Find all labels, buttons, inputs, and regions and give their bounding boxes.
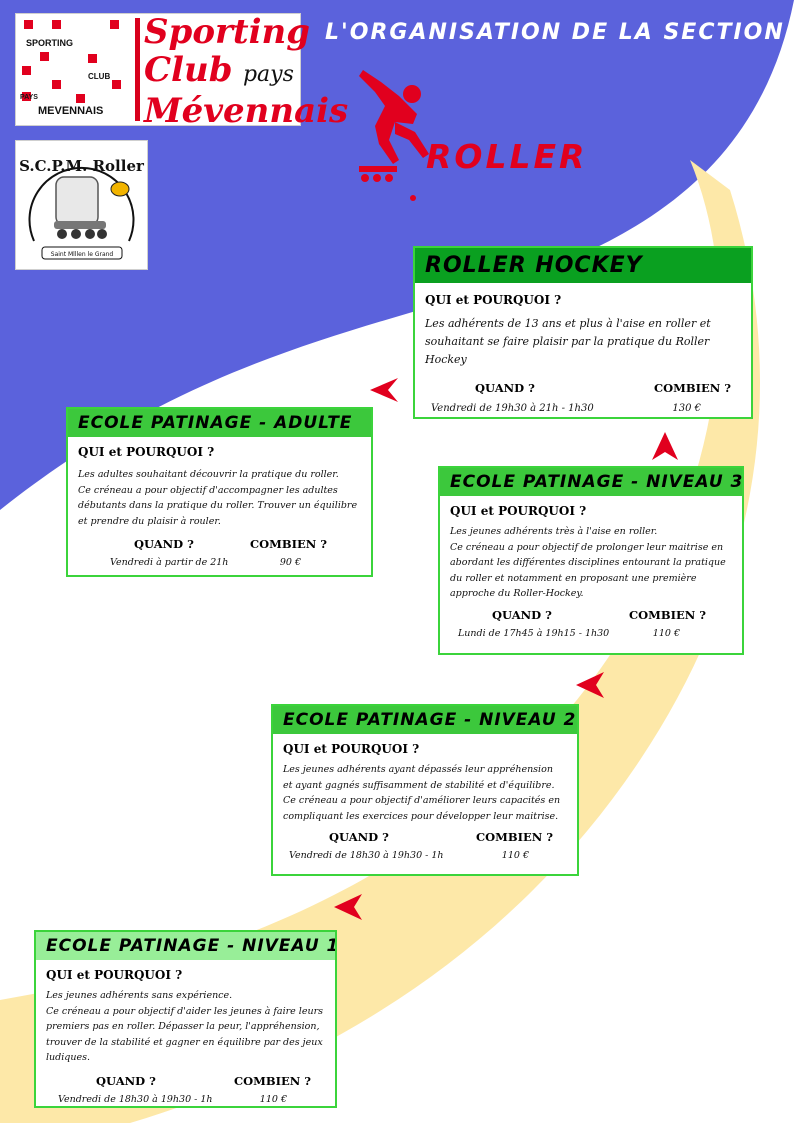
card-title: ECOLE PATINAGE - NIVEAU 1 [36, 932, 335, 960]
card-values: Vendredi de 18h30 à 19h30 - 1h 110 € [58, 1094, 287, 1105]
card-qui-label: QUI et POURQUOI ? [78, 445, 215, 459]
blue-swoosh [0, 0, 794, 510]
card-desc-line2: Ce créneau a pour objectif d'aider les j… [46, 1005, 323, 1064]
card-qui-label: QUI et POURQUOI ? [46, 968, 183, 982]
quand-label: QUAND ? [475, 381, 535, 395]
card-description: Les jeunes adhérents sans expérience. Ce… [46, 988, 323, 1066]
quand-value: Vendredi de 19h30 à 21h - 1h30 [431, 403, 594, 414]
combien-value: 90 € [279, 557, 301, 568]
card-values: Lundi de 17h45 à 19h15 - 1h30 110 € [458, 628, 680, 639]
roller-logo-graphic: S.C.P.M. Roller Saint Mlllen le Grand [19, 157, 145, 260]
arrow-up-icon [652, 432, 678, 460]
quand-label: QUAND ? [329, 830, 389, 844]
card-description: Les adultes souhaitant découvrir la prat… [78, 467, 359, 529]
card-desc-line1: Les jeunes adhérents très à l'aise en ro… [450, 526, 658, 537]
roller-section-logo: S.C.P.M. Roller Saint Mlllen le Grand [15, 140, 148, 270]
quand-value: Vendredi de 18h30 à 19h30 - 1h [58, 1093, 213, 1105]
card-roller-hockey: ROLLER HOCKEY QUI et POURQUOI ? Les adhé… [413, 246, 753, 419]
logo-line2b: pays [242, 62, 294, 87]
club-logo-icons: SPORTING CLUB PAYS MEVENNAIS [16, 14, 134, 125]
page-title: L'ORGANISATION DE LA SECTION [325, 20, 785, 45]
logo-small-sporting: SPORTING [26, 38, 74, 48]
section-word: ROLLER [426, 137, 588, 176]
logo-line3: Mévennais [144, 91, 349, 131]
logo-line1: Sporting [144, 12, 311, 52]
card-desc-line1: Les adultes souhaitant découvrir la prat… [78, 469, 339, 480]
card-ecole-adulte: ECOLE PATINAGE - ADULTE QUI et POURQUOI … [66, 407, 373, 577]
logo-line2: Club [144, 50, 233, 90]
card-title: ECOLE PATINAGE - NIVEAU 3 [440, 468, 742, 496]
arrow-left-icon [370, 378, 398, 402]
logo-small-club: CLUB [88, 72, 111, 81]
card-desc-line1: Les jeunes adhérents ayant dépassés leur… [283, 764, 555, 791]
card-ecole-niveau-2: ECOLE PATINAGE - NIVEAU 2 QUI et POURQUO… [271, 704, 579, 876]
roller-logo-name: S.C.P.M. Roller [19, 157, 145, 175]
quand-label: QUAND ? [96, 1073, 156, 1088]
card-qui-label: QUI et POURQUOI ? [283, 742, 420, 756]
logo-separator [135, 18, 140, 121]
card-desc-line1: Les jeunes adhérents sans expérience. [46, 990, 233, 1001]
card-title: ROLLER HOCKEY [415, 248, 751, 283]
card-desc-line2: Ce créneau a pour objectif d'accompagner… [78, 484, 358, 527]
combien-label: COMBIEN ? [653, 381, 731, 395]
skater-icon [359, 70, 429, 201]
card-values: Vendredi de 18h30 à 19h30 - 1h 110 € [289, 850, 529, 861]
card-labels: QUAND ? COMBIEN ? [492, 608, 706, 622]
quand-value: Lundi de 17h45 à 19h15 - 1h30 [458, 627, 610, 639]
combien-label: COMBIEN ? [628, 607, 706, 622]
card-desc-line2: Ce créneau a pour objectif de prolonger … [450, 541, 726, 600]
card-values: Vendredi à partir de 21h 90 € [110, 557, 301, 568]
card-desc-line2: Ce créneau a pour objectif d'améliorer l… [283, 795, 561, 822]
roller-logo-ribbon: Saint Mlllen le Grand [51, 251, 114, 258]
card-values: Vendredi de 19h30 à 21h - 1h30 130 € [431, 403, 701, 414]
card-labels: QUAND ? COMBIEN ? [475, 381, 731, 395]
combien-value: 110 € [652, 627, 680, 639]
arrow-left-icon [334, 894, 362, 920]
quand-value: Vendredi de 18h30 à 19h30 - 1h [289, 850, 444, 861]
card-description: Les jeunes adhérents ayant dépassés leur… [283, 762, 565, 824]
card-qui-label: QUI et POURQUOI ? [425, 293, 562, 307]
logo-small-mevennais: MEVENNAIS [38, 105, 104, 117]
club-logo: SPORTING CLUB PAYS MEVENNAIS Sporting Cl… [15, 13, 348, 129]
combien-label: COMBIEN ? [475, 830, 553, 844]
club-logo-text: Sporting Club pays Mévennais [144, 14, 348, 131]
card-description: Les jeunes adhérents très à l'aise en ro… [450, 524, 730, 602]
card-labels: QUAND ? COMBIEN ? [329, 830, 553, 844]
quand-label: QUAND ? [134, 537, 194, 551]
card-title: ECOLE PATINAGE - NIVEAU 2 [273, 706, 577, 734]
quand-value: Vendredi à partir de 21h [110, 557, 229, 568]
card-description: Les adhérents de 13 ans et plus à l'aise… [425, 317, 711, 366]
logo-small-pays: PAYS [20, 94, 38, 101]
card-title: ECOLE PATINAGE - ADULTE [68, 409, 371, 437]
quand-label: QUAND ? [492, 607, 552, 622]
card-qui-label: QUI et POURQUOI ? [450, 504, 587, 518]
combien-label: COMBIEN ? [249, 537, 327, 551]
combien-value: 110 € [501, 850, 529, 861]
arrow-left-icon [576, 672, 604, 698]
combien-value: 110 € [259, 1093, 287, 1105]
combien-label: COMBIEN ? [233, 1073, 311, 1088]
card-labels: QUAND ? COMBIEN ? [96, 1074, 311, 1088]
card-ecole-niveau-1: ECOLE PATINAGE - NIVEAU 1 QUI et POURQUO… [34, 930, 337, 1108]
card-labels: QUAND ? COMBIEN ? [134, 537, 327, 551]
combien-value: 130 € [672, 403, 701, 414]
card-ecole-niveau-3: ECOLE PATINAGE - NIVEAU 3 QUI et POURQUO… [438, 466, 744, 655]
